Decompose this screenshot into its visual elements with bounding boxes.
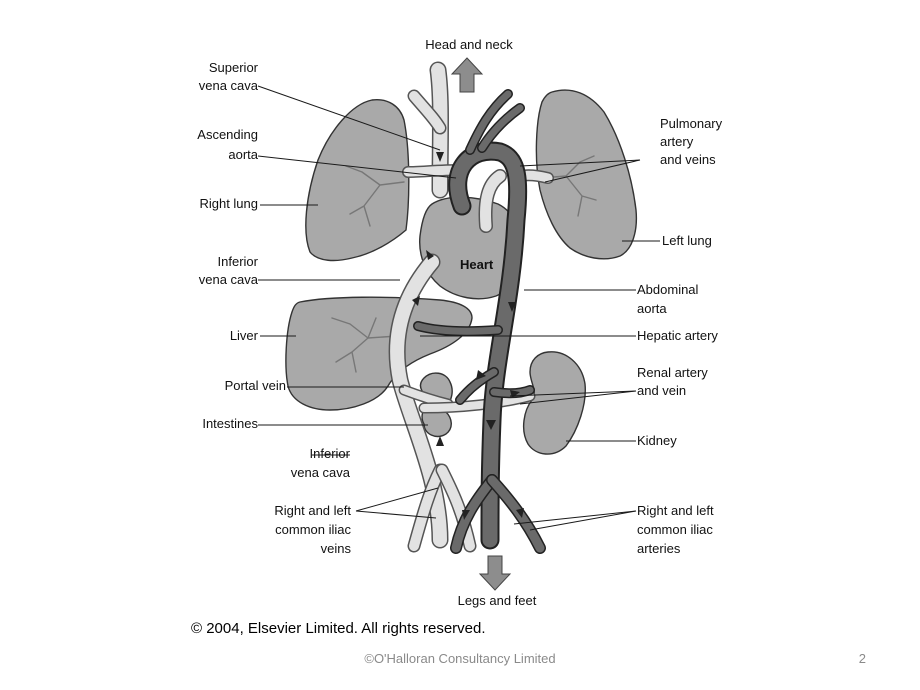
label-pulmonary-line3: and veins bbox=[660, 152, 716, 167]
leader-lines bbox=[257, 85, 660, 531]
label-iliac-veins-line3: veins bbox=[321, 541, 352, 556]
label-iliac-arteries-line3: arteries bbox=[637, 541, 681, 556]
label-ascending-aorta-line2: aorta bbox=[228, 147, 258, 162]
veins bbox=[388, 61, 554, 553]
kidney bbox=[522, 351, 586, 455]
heart bbox=[419, 196, 523, 300]
label-abdominal-aorta-line2: aorta bbox=[637, 301, 667, 316]
label-abdominal-aorta-line1: Abdominal bbox=[637, 282, 699, 297]
label-superior-vena-cava-line1: Superior bbox=[209, 60, 259, 75]
label-inferior-vena-cava-line2: vena cava bbox=[199, 272, 259, 287]
label-liver: Liver bbox=[230, 328, 259, 343]
right-lung-bronchi bbox=[345, 165, 405, 227]
copyright-notice: © 2004, Elsevier Limited. All rights res… bbox=[191, 620, 486, 637]
label-heart: Heart bbox=[460, 257, 494, 272]
label-inferior-vena-cava-lower-line1: Inferior bbox=[310, 446, 351, 461]
label-renal-line1: Renal artery bbox=[637, 365, 708, 380]
label-iliac-arteries-line2: common iliac bbox=[637, 522, 713, 537]
down-arrow-icon bbox=[478, 555, 512, 591]
label-iliac-veins-line2: common iliac bbox=[275, 522, 351, 537]
page-number: 2 bbox=[858, 651, 866, 666]
label-inferior-vena-cava-lower-line2: vena cava bbox=[291, 465, 351, 480]
label-left-lung: Left lung bbox=[662, 233, 712, 248]
left-lung-bronchi bbox=[541, 155, 597, 217]
label-iliac-arteries-line1: Right and left bbox=[637, 503, 714, 518]
label-legs-and-feet: Legs and feet bbox=[458, 593, 537, 608]
right-lung bbox=[305, 99, 410, 262]
flow-arrows bbox=[412, 152, 524, 520]
label-intestines: Intestines bbox=[202, 416, 258, 431]
label-ascending-aorta-line1: Ascending bbox=[197, 127, 258, 142]
label-renal-line2: and vein bbox=[637, 383, 686, 398]
label-iliac-veins-line1: Right and left bbox=[274, 503, 351, 518]
liver-vessels bbox=[331, 317, 399, 373]
up-arrow-icon bbox=[450, 57, 484, 93]
label-hepatic-artery: Hepatic artery bbox=[637, 328, 718, 343]
diagram-labels: Head and neck Superior vena cava Ascendi… bbox=[197, 37, 722, 608]
label-inferior-vena-cava-line1: Inferior bbox=[218, 254, 259, 269]
label-head-and-neck: Head and neck bbox=[425, 37, 513, 52]
left-lung bbox=[535, 89, 638, 260]
label-pulmonary-line1: Pulmonary bbox=[660, 116, 723, 131]
label-superior-vena-cava-line2: vena cava bbox=[199, 78, 259, 93]
footer-credit: ©O'Halloran Consultancy Limited bbox=[364, 651, 556, 666]
label-kidney: Kidney bbox=[637, 433, 677, 448]
label-portal-vein: Portal vein bbox=[225, 378, 286, 393]
label-right-lung: Right lung bbox=[199, 196, 258, 211]
label-pulmonary-line2: artery bbox=[660, 134, 694, 149]
